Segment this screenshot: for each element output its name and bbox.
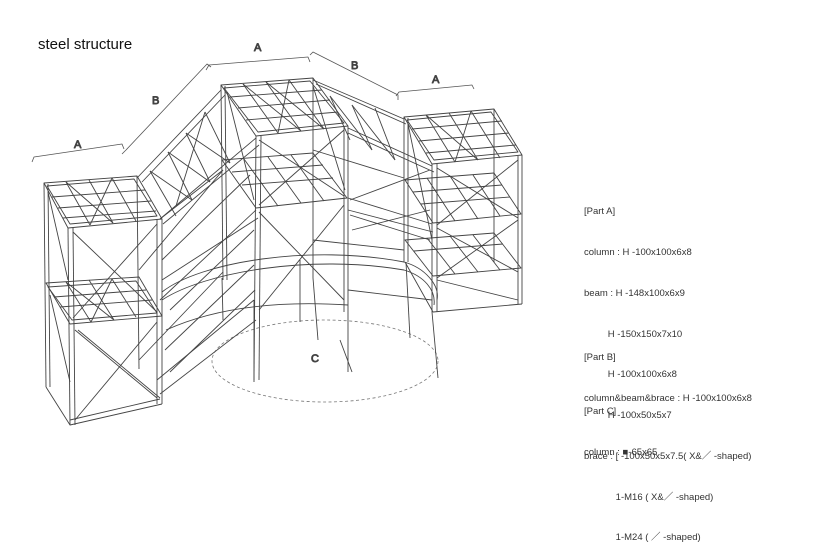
dim-label-a-left: A: [74, 139, 82, 151]
dim-label-b-left: B: [152, 95, 159, 107]
dim-label-c: C: [311, 353, 319, 365]
part-b-line: column&beam&brace : H -100x100x6x8: [584, 392, 752, 404]
part-c-footprint: [211, 319, 439, 403]
lower-ring: [161, 254, 438, 382]
left-bridge: [136, 89, 260, 395]
dim-label-b-right: B: [351, 60, 358, 72]
right-tower: [403, 108, 523, 379]
part-b-heading: [Part B]: [584, 352, 616, 364]
center-tower: [220, 77, 349, 381]
part-a-line: H -150x150x7x10: [584, 328, 683, 340]
part-b-specs: [Part B] column&beam&brace : H -100x100x…: [584, 324, 752, 419]
right-bridge: [312, 79, 435, 301]
page-title: steel structure: [38, 36, 133, 53]
part-a-line: H -100x100x6x8: [584, 369, 677, 381]
dim-label-a-right: A: [432, 74, 440, 86]
part-c-specs: [Part C] column : ■-65x65: [584, 378, 657, 473]
part-a-line: 1-M24 ( ／ -shaped): [584, 532, 701, 544]
dimension-lines: [31, 51, 475, 163]
part-a-line: H -100x50x5x7: [584, 410, 672, 422]
part-c-heading: [Part C]: [584, 406, 617, 418]
steel-structure-drawing: A B A B A C: [31, 42, 523, 426]
dim-label-a-top: A: [254, 42, 262, 54]
part-a-line: 1-M16 ( X&／ -shaped): [584, 491, 714, 503]
part-c-line: column : ■-65x65: [584, 446, 658, 458]
part-a-heading: [Part A]: [584, 206, 616, 218]
left-tower: [43, 175, 163, 426]
part-a-line: column : H -100x100x6x8: [584, 246, 692, 258]
part-a-line: beam : H -148x100x6x9: [584, 287, 685, 299]
